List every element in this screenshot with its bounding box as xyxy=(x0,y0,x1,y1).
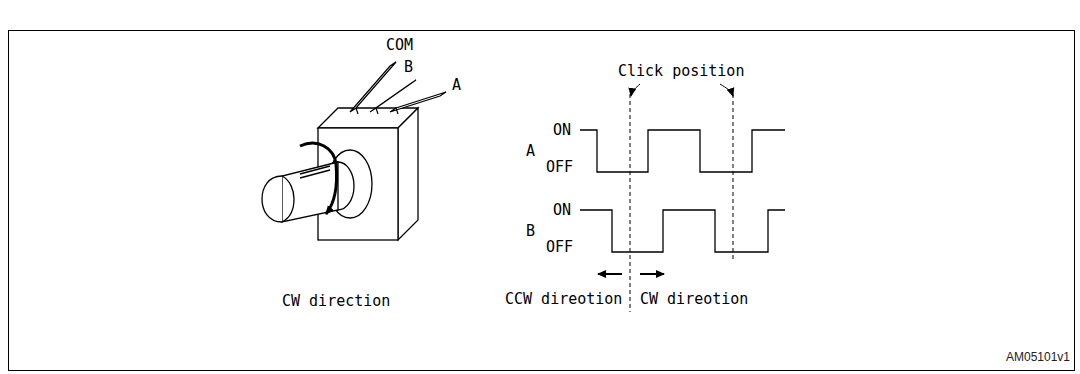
figure-id: AM05101v1 xyxy=(1006,350,1070,364)
level-label: ON xyxy=(553,201,571,219)
rotation-arrow xyxy=(300,143,337,214)
level-label: OFF xyxy=(546,238,573,256)
callout-label: Click position xyxy=(618,62,744,80)
direction-label: CW direotion xyxy=(640,290,748,308)
direction-label: CCW direotion xyxy=(505,290,622,308)
direction-label: CW direction xyxy=(282,292,390,310)
encoder-pins xyxy=(350,62,446,114)
level-label: OFF xyxy=(546,158,573,176)
leader-line xyxy=(720,84,733,96)
direction-arrow xyxy=(598,273,622,275)
signal-a-waveform xyxy=(580,130,785,172)
encoder-shaft xyxy=(262,150,372,222)
signal-name: A xyxy=(526,142,535,160)
signal-b-waveform xyxy=(580,210,785,252)
direction-arrow xyxy=(640,273,664,275)
pin-label: B xyxy=(404,58,413,76)
signal-name: B xyxy=(526,222,535,240)
pin-label: COM xyxy=(386,36,413,54)
pin-label: A xyxy=(452,76,461,94)
leader-line xyxy=(631,84,640,96)
figure-frame xyxy=(9,31,1075,371)
click-position-line xyxy=(733,94,734,262)
level-label: ON xyxy=(553,121,571,139)
click-position-line xyxy=(630,94,631,312)
